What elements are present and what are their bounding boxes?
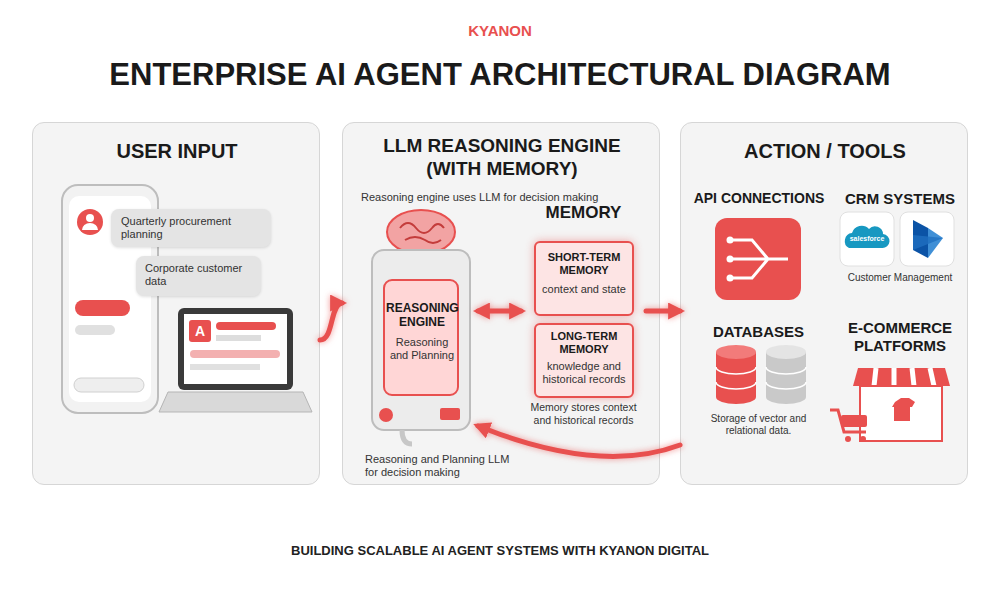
memory-box: SHORT-TERM MEMORY context and state [534,241,634,316]
page-caption: BUILDING SCALABLE AI AGENT SYSTEMS WITH … [0,543,1000,559]
node-text: Reasoning and Planning [386,336,458,362]
salesforce-wordmark: salesforce [845,235,889,243]
node-heading: MEMORY [521,203,646,223]
memory-group: MEMORY Memory stores context and historic… [521,201,646,441]
app-letter: A [189,323,211,340]
memory-box: LONG-TERM MEMORY knowledge and historical… [534,323,634,398]
node-text: knowledge and historical records [538,360,630,386]
node-text: context and state [538,283,630,296]
node-heading: REASONING ENGINE [386,301,458,330]
node-heading: CRM SYSTEMS [836,190,964,208]
tool-item: E-COMMERCE PLATFORMS [836,319,964,464]
tool-item: API CONNECTIONS [689,186,829,306]
node-heading: ACTION / TOOLS [681,139,969,163]
node-heading: DATABASES [696,323,821,341]
node-heading: Corporate customer data [145,262,257,288]
brand-logo: KYANON [440,22,560,40]
node-text: Memory stores context and historical rec… [521,401,646,426]
node-heading: USER INPUT [33,139,321,163]
section-panel: LLM REASONING ENGINE (WITH MEMORY) Reason… [342,122,660,485]
node-heading: Quarterly procurement planning [121,215,263,241]
section-panel: ACTION / TOOLS API CONNECTIONS CRM SYSTEMS… [680,122,968,485]
chat-bubble: Corporate customer data [136,256,261,296]
node-heading: API CONNECTIONS [689,190,829,207]
node-heading: E-COMMERCE PLATFORMS [836,319,964,355]
node-heading: LONG-TERM MEMORY [538,330,630,356]
node-text: Storage of vector and relational data. [696,413,821,437]
chat-bubble: Quarterly procurement planning [111,209,271,247]
flow-arrow [320,303,342,340]
node-text: Reasoning engine uses LLM for decision m… [361,191,661,204]
node-heading: SHORT-TERM MEMORY [538,251,630,277]
section-panel: USER INPUT Quarterly procurement planning… [32,122,320,485]
reasoning-engine: REASONING ENGINE Reasoning and Planning [366,216,478,441]
node-text: Customer Management [836,272,964,284]
page-title: ENTERPRISE AI AGENT ARCHITECTURAL DIAGRA… [0,56,1000,93]
node-text: Reasoning and Planning LLM for decision … [365,453,515,479]
tool-item: DATABASES Storage of vector and relationa… [696,319,821,451]
node-heading: LLM REASONING ENGINE (WITH MEMORY) [357,135,647,181]
